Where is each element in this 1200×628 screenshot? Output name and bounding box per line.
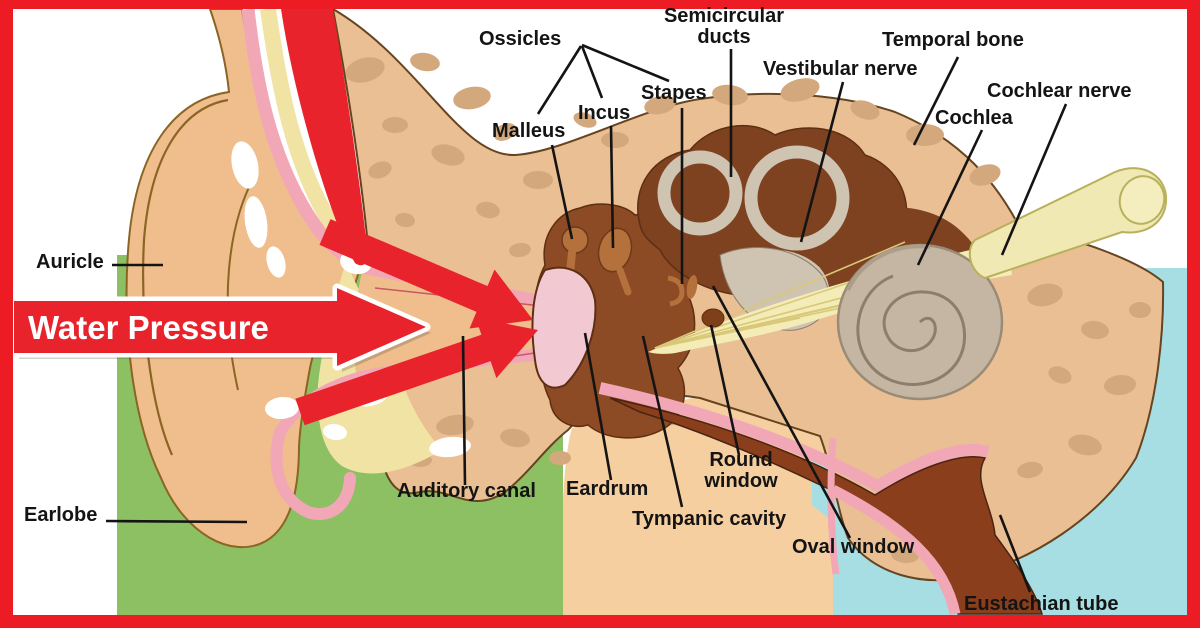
round-window-shape	[701, 308, 725, 328]
malleus-shape	[561, 226, 589, 254]
water-pressure-banner-text: Water Pressure	[28, 309, 269, 346]
incus-shape	[597, 227, 633, 273]
stapes-shape	[667, 275, 685, 307]
antihelix-fold-line	[226, 169, 259, 391]
middle-inner-ear	[531, 124, 1168, 439]
red-section-strip	[281, 9, 369, 266]
eardrum-shape	[531, 266, 597, 389]
red-arrow-upper	[319, 219, 533, 329]
red-arrow-lower	[295, 317, 538, 426]
label-stapes: Stapes	[641, 82, 707, 104]
label-malleus: Malleus	[492, 120, 566, 142]
label-tympanic-cavity: Tympanic cavity	[632, 508, 787, 530]
eustachian-tube-shape	[598, 382, 1044, 616]
inner-ear-crescent	[838, 207, 987, 300]
label-earlobe: Earlobe	[24, 504, 98, 526]
label-eardrum: Eardrum	[566, 478, 649, 500]
label-cochlear-nerve: Cochlear nerve	[987, 80, 1132, 102]
label-oval-window: Oval window	[792, 536, 915, 558]
label-incus: Incus	[578, 102, 631, 124]
label-semicircular-ducts: Semicircular ducts	[663, 5, 785, 48]
helix-fold-line	[142, 98, 229, 456]
label-vestibular-nerve: Vestibular nerve	[763, 58, 918, 80]
leader-lines	[105, 43, 1068, 593]
cochlear-nerve-shape	[968, 167, 1168, 280]
label-auditory-canal: Auditory canal	[397, 480, 536, 502]
pressure-arrows	[9, 219, 538, 426]
label-eustachian-tube: Eustachian tube	[964, 593, 1119, 615]
label-temporal-bone: Temporal bone	[882, 29, 1024, 51]
label-auricle: Auricle	[36, 251, 104, 273]
cochlea-shape	[836, 243, 1004, 401]
cochlea-spiral	[856, 274, 967, 386]
water-pressure-banner	[9, 283, 431, 372]
label-cochlea: Cochlea	[935, 107, 1013, 129]
label-round-window: Round window	[704, 449, 778, 492]
label-ossicles: Ossicles	[479, 28, 562, 50]
